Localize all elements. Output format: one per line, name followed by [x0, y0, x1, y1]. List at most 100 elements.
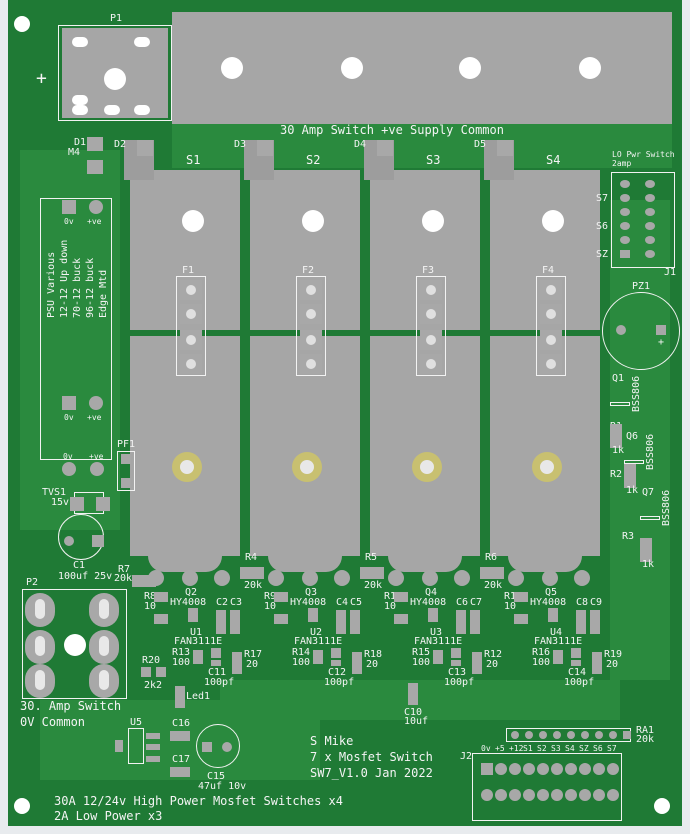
u5-label: U5 [130, 717, 143, 728]
psu-text-line: 96-12 buck [85, 257, 96, 318]
cap-pad [170, 767, 190, 777]
input-resistor-label: R13 [172, 647, 191, 658]
fuse-outline [176, 276, 206, 376]
heatsink-strip-tab [268, 556, 342, 572]
fuse-pad-hole [546, 335, 556, 345]
cap-pad [211, 660, 221, 666]
j2-pin [607, 763, 619, 775]
c15-pad [202, 742, 212, 752]
diode-label: D5 [474, 139, 487, 150]
resistor-pad [193, 650, 203, 664]
mounting-ring-hole [300, 460, 314, 474]
low-side-mosfet-part: BSS806 [661, 489, 672, 526]
cap-label: C6 [456, 597, 469, 608]
driver-part: FAN3111E [534, 636, 583, 647]
output-resistor-label: R18 [364, 649, 383, 660]
low-side-resistor-value: 1k [612, 445, 625, 456]
strip-hole [542, 210, 564, 232]
mosfet-label: Q2 [185, 587, 198, 598]
diode-label: D2 [114, 139, 127, 150]
psu-0v-label: 0v [64, 413, 74, 422]
ra1-pin [525, 731, 533, 739]
low-side-resistor-value: 1k [626, 485, 639, 496]
cap-pad [571, 648, 581, 658]
diode-pad [377, 140, 393, 156]
filter-cap-value: 100pf [324, 677, 355, 688]
psu-text-line: 70-12 buck [72, 257, 83, 318]
diode-pad [257, 140, 273, 156]
c15-label: C15 [207, 771, 226, 782]
d1-label: D1 [74, 137, 87, 148]
low-side-mosfet-outline [610, 402, 630, 406]
p1-slot [72, 105, 88, 115]
strip-hole [302, 210, 324, 232]
cap-pad [456, 610, 466, 634]
pulldown-value: 20k [244, 580, 263, 591]
mounting-hole [14, 798, 30, 814]
input-resistor-value: 100 [172, 657, 191, 668]
cap-label: C8 [576, 597, 589, 608]
cap-pad [216, 610, 226, 634]
mosfet-part: HY4008 [410, 597, 447, 608]
j1-subtitle: 2amp [612, 159, 632, 168]
fuse-pad-hole [306, 335, 316, 345]
psu-pad-round [89, 396, 103, 410]
resistor-pad [480, 567, 504, 579]
cap-pad [571, 660, 581, 666]
mosfet-pin [388, 570, 404, 586]
mosfet-label: Q5 [545, 587, 558, 598]
driver-label: U2 [310, 627, 323, 638]
heatsink-strip-upper [130, 170, 240, 330]
psu-pad [62, 462, 76, 476]
cap-label: C9 [590, 597, 603, 608]
mosfet-pin [422, 570, 438, 586]
gate-resistor-label: R10 [384, 592, 402, 602]
mosfet-pin [508, 570, 524, 586]
cap-pad [331, 660, 341, 666]
j2-pin [593, 789, 605, 801]
j1-pin [645, 236, 655, 244]
mosfet-pin [268, 570, 284, 586]
footer-line1: 30A 12/24v High Power Mosfet Switches x4 [54, 794, 343, 808]
filter-cap-value: 100pf [564, 677, 595, 688]
j2-pin [537, 789, 549, 801]
resistor-pad [156, 667, 166, 677]
resistor-pad [553, 650, 563, 664]
resistor-pad [514, 592, 528, 602]
r20-label: R20 [142, 655, 161, 666]
driver-label: U1 [190, 627, 203, 638]
gate-resistor-value: 10 [264, 601, 277, 612]
j2-pin [509, 763, 521, 775]
low-side-mosfet-outline [624, 460, 644, 464]
fuse-label: F1 [182, 265, 195, 276]
cap-label: C3 [230, 597, 243, 608]
fuse-pad-hole [426, 359, 436, 369]
c10-pad [408, 683, 418, 705]
resistor-pad [394, 592, 408, 602]
pf1-pad [121, 454, 131, 464]
j1-pin-label: S7 [596, 193, 609, 204]
mosfet-pin [214, 570, 230, 586]
resistor-pad [274, 592, 288, 602]
j1-pin [620, 180, 630, 188]
filter-cap-label: C14 [568, 667, 587, 678]
cap-pad [230, 610, 240, 634]
led-label: Led1 [186, 691, 211, 702]
p2-text-line2: 0V Common [20, 715, 86, 729]
driver-label: U4 [550, 627, 563, 638]
low-side-resistor-value: 1k [642, 559, 655, 570]
strip-label: S3 [426, 153, 441, 167]
cap-pad [350, 610, 360, 634]
j2-pin [537, 763, 549, 775]
cap-pad [170, 731, 190, 741]
low-side-mosfet-label: Q7 [642, 487, 655, 498]
output-resistor-label: R12 [484, 649, 503, 660]
m4-label: M4 [68, 147, 81, 158]
p2-slot [99, 599, 109, 619]
cap-pad [451, 660, 461, 666]
pz1-plus: + [658, 337, 665, 348]
fuse-pad-hole [546, 359, 556, 369]
resistor-pad [154, 614, 168, 624]
c1-value: 100uf 25v [58, 571, 113, 582]
j2-pin [523, 763, 535, 775]
